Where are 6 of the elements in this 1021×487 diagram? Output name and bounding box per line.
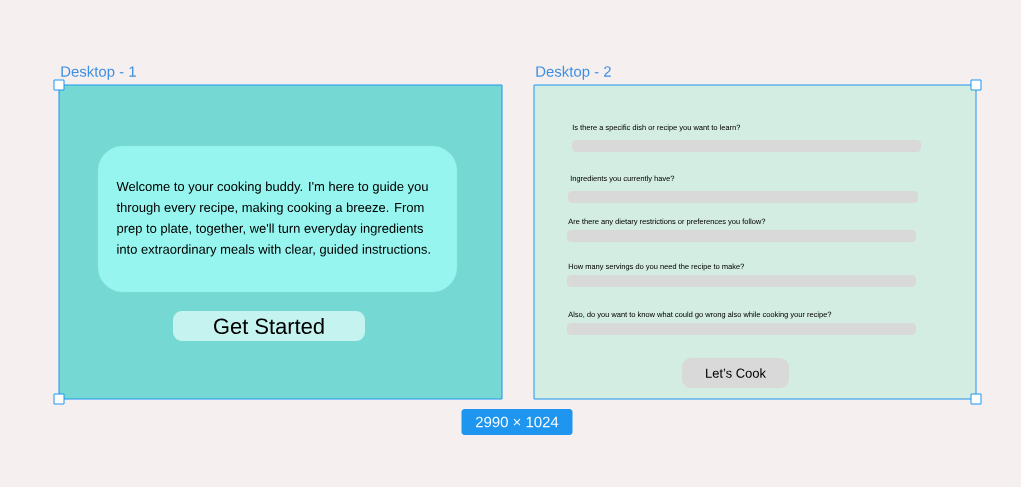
frame-title: Desktop - 2 [536,65,611,80]
button: Let’s Cook [682,358,789,388]
frame-title: Desktop - 1 [61,65,136,80]
size-badge: 2990 × 1024 [461,409,573,435]
button: Get Started [173,311,365,341]
welcome-card: Welcome to your cooking buddy. I'm here to guide you through every recipe, making cooking a breeze. From prep to plate, together, we'll turn everyday ingredients into extraordinary meals with clear, guided instructions. [97,145,458,293]
